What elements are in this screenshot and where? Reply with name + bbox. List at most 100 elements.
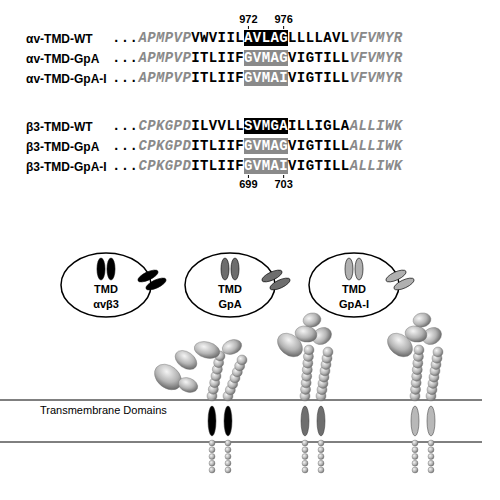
domain-bead <box>414 345 424 355</box>
domain-head <box>383 328 417 361</box>
tm-residues: VIGTILL <box>288 138 350 154</box>
tmd-helix <box>208 406 216 436</box>
domain-bead <box>209 440 215 446</box>
domain-bead <box>428 440 434 446</box>
membrane-line <box>0 400 482 401</box>
tick <box>283 175 284 178</box>
domain-head <box>149 359 186 395</box>
domain-bead <box>318 440 324 446</box>
position-number: 972 <box>239 13 257 25</box>
domain-oval <box>144 276 167 293</box>
domain-bead <box>209 467 215 473</box>
position-number: 976 <box>274 13 292 25</box>
domain-oval <box>268 276 291 293</box>
flanking-residues: VFVMYR <box>350 50 403 66</box>
row-label: β3-TMD-GpA <box>26 140 99 154</box>
tm-residues: ITLIIF <box>191 70 244 86</box>
domain-bead <box>412 440 418 446</box>
tmd-ellipse: TMDGpA-I <box>308 252 400 318</box>
flanking-residues: VFVMYR <box>350 30 403 46</box>
domain-bead <box>209 454 215 460</box>
flanking-residues: VFVMYR <box>350 70 403 86</box>
motif-box: GVMAI <box>244 158 288 174</box>
domain-bead <box>318 467 324 473</box>
tick <box>283 26 284 29</box>
node-title: TMD <box>308 283 400 295</box>
row-label: β3-TMD-GpA-I <box>26 160 107 174</box>
domain-bead <box>225 460 231 466</box>
domain-head <box>273 328 307 361</box>
domain-head <box>412 312 432 329</box>
tm-residues: LLLLAVL <box>288 30 350 46</box>
tmd-helix <box>317 406 325 436</box>
position-number: 703 <box>274 178 292 190</box>
tick <box>248 26 249 29</box>
domain-bead <box>318 454 324 460</box>
row-label: αv-TMD-GpA-I <box>26 72 107 86</box>
domain-bead <box>318 447 324 453</box>
domain-bead <box>225 447 231 453</box>
domain-bead <box>428 467 434 473</box>
domain-head <box>192 339 221 361</box>
row-label: αv-TMD-GpA <box>26 52 99 66</box>
domain-bead <box>318 460 324 466</box>
domain-head <box>176 375 200 395</box>
membrane-line <box>0 442 482 443</box>
flanking-residues: CPKGPD <box>138 138 191 154</box>
tm-residues: VWVIIL <box>191 30 244 46</box>
sequence-row: ...CPKGPDILVVLLSVMGAILLIGLAALLIWK <box>112 118 402 134</box>
sequence-row: ...CPKGPDITLIIFGVMAGVIGTILLALLIWK <box>112 138 402 154</box>
tmd-ellipse: TMD αvβ3 <box>60 252 152 318</box>
sequence-row: ...APMPVPITLIIFGVMAIVIGTILLVFVMYR <box>112 70 402 86</box>
domain-bead <box>433 347 443 357</box>
tmd-helix <box>224 406 232 436</box>
domain-bead <box>209 460 215 466</box>
flanking-residues: APMPVP <box>138 30 191 46</box>
sequence-row: ...APMPVPVWVIILAVLAGLLLLAVLVFVMYR <box>112 30 402 46</box>
domain-bead <box>302 454 308 460</box>
tm-residues: VIGTILL <box>288 70 350 86</box>
flanking-residues: ALLIWK <box>350 158 403 174</box>
ellipsis: ... <box>112 30 138 46</box>
tmd-oval <box>345 258 353 280</box>
tmd-oval <box>231 258 239 280</box>
tmd-oval <box>221 258 229 280</box>
tmd-oval <box>97 258 105 280</box>
domain-bead <box>225 440 231 446</box>
tm-residues: ITLIIF <box>191 158 244 174</box>
ellipsis: ... <box>112 118 138 134</box>
domain-bead <box>428 454 434 460</box>
ellipsis: ... <box>112 50 138 66</box>
domain-bead <box>428 460 434 466</box>
tmd-helix <box>411 406 419 436</box>
tm-residues: VIGTILL <box>288 158 350 174</box>
tmd-ellipse: TMDGpA <box>184 252 276 318</box>
domain-bead <box>225 467 231 473</box>
domain-bead <box>302 460 308 466</box>
domain-bead <box>237 355 247 365</box>
ellipse-shape <box>185 253 275 317</box>
flanking-residues: APMPVP <box>138 50 191 66</box>
flanking-residues: CPKGPD <box>138 118 191 134</box>
domain-bead <box>323 347 333 357</box>
motif-box: AVLAG <box>244 30 288 46</box>
node-subtitle: GpA <box>184 298 276 310</box>
ellipsis: ... <box>112 158 138 174</box>
domain-bead <box>302 440 308 446</box>
domain-bead <box>412 447 418 453</box>
tm-residues: ILVVLL <box>191 118 244 134</box>
motif-box: GVMAG <box>244 138 288 154</box>
node-title: TMD <box>60 283 152 295</box>
ellipse-shape <box>61 253 151 317</box>
row-label: αv-TMD-WT <box>26 32 93 46</box>
motif-box: GVMAG <box>244 50 288 66</box>
tmd-helix <box>301 406 309 436</box>
domain-bead <box>428 447 434 453</box>
integrin-group <box>149 312 444 473</box>
domain-bead <box>225 454 231 460</box>
tick <box>248 175 249 178</box>
node-subtitle: αvβ3 <box>60 298 152 310</box>
motif-box: SVMGA <box>244 118 288 134</box>
ellipsis: ... <box>112 70 138 86</box>
domain-bead <box>209 447 215 453</box>
